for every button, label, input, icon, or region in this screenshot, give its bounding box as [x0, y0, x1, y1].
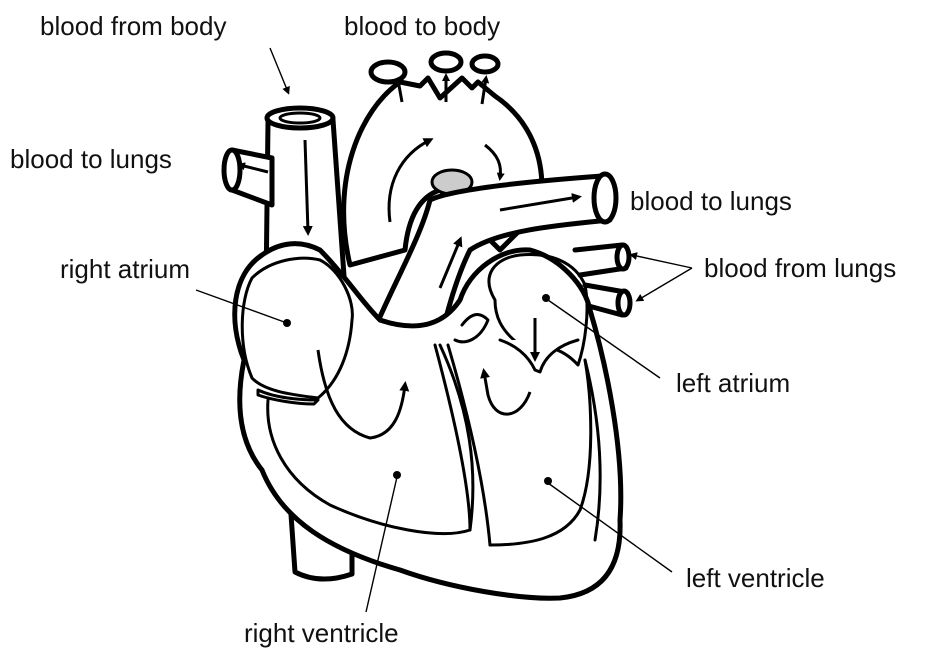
label-blood-to-body: blood to body — [344, 11, 500, 41]
aorta-branch-3 — [472, 56, 498, 72]
leader-from-lungs-lower — [638, 268, 692, 300]
pulmonary-vein-lower-opening — [618, 291, 630, 315]
aorta-branch-1 — [371, 62, 405, 82]
pulmonary-artery-opening — [594, 174, 616, 222]
label-right-atrium: right atrium — [60, 254, 190, 284]
label-blood-to-lungs-right: blood to lungs — [630, 186, 792, 216]
aorta-branch-2 — [431, 53, 461, 71]
label-left-atrium: left atrium — [676, 368, 790, 398]
label-right-ventricle: right ventricle — [244, 618, 399, 648]
pulmonary-vein-upper-opening — [617, 245, 629, 269]
label-blood-from-body: blood from body — [40, 11, 226, 41]
label-left-ventricle: left ventricle — [686, 563, 825, 593]
leader-from-lungs-upper — [632, 255, 692, 268]
label-blood-from-lungs: blood from lungs — [704, 253, 896, 283]
label-blood-to-lungs-left: blood to lungs — [10, 144, 172, 174]
vena-cava-opening — [267, 108, 333, 128]
leader-blood-from-body — [270, 48, 288, 92]
right-pulmonary-opening — [224, 150, 240, 190]
